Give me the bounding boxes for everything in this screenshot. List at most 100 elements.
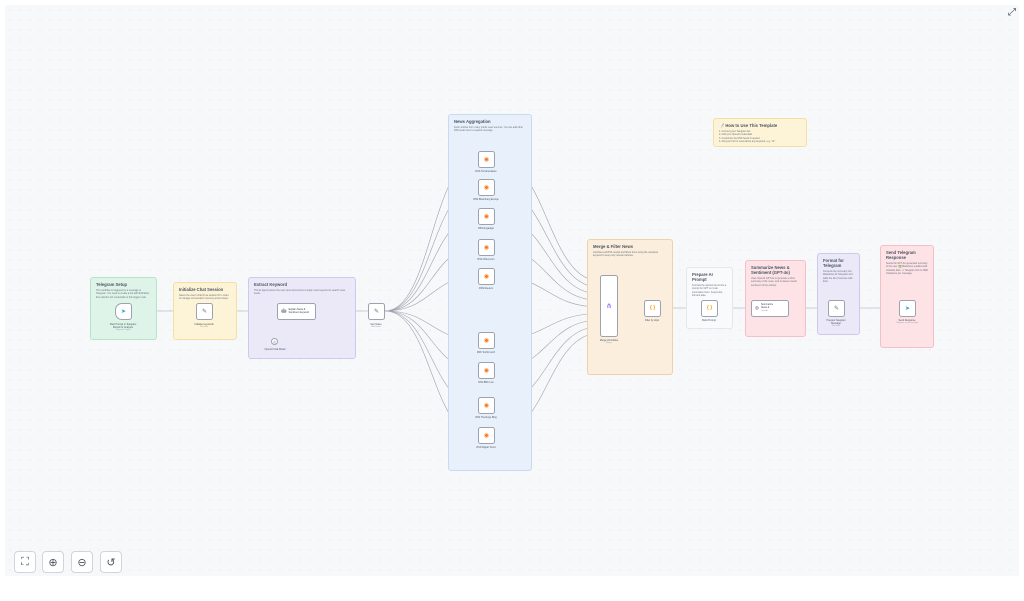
node-label: OpenAI Chat Model: [264, 348, 286, 351]
sticky-text: Combines all RSS results and filters the…: [593, 251, 658, 258]
zoom-in-icon: ⊕: [48, 556, 58, 569]
sticky-title: Format for Telegram: [823, 258, 844, 269]
rss-icon: ◉: [483, 213, 490, 220]
sticky-text: This AI agent parses the user input and …: [254, 289, 346, 296]
code-braces-icon: { }: [706, 305, 713, 311]
node-label: RSS Tomshardware: [475, 170, 497, 173]
rss-icon: ◉: [483, 184, 490, 191]
rss-node[interactable]: ◉: [478, 268, 495, 285]
node-label: RSS Bloomberg Europe: [473, 198, 499, 201]
node-label: Build Prompt: [702, 319, 716, 322]
rss-icon: ◉: [483, 337, 490, 344]
openai-icon: ◎: [272, 339, 277, 344]
sticky-send-response[interactable]: Send Telegram Response Sends the GPT-4o …: [880, 245, 934, 348]
sticky-telegram-setup[interactable]: Telegram Setup This workflow is triggere…: [90, 277, 157, 340]
node-label: Merge All Articles Merge: [599, 339, 619, 345]
sticky-title: Summarize News & Sentiment (GPT-4o): [751, 265, 790, 276]
sticky-text: This workflow is triggered by a message …: [96, 289, 150, 299]
rss-node[interactable]: ◉: [478, 208, 495, 225]
node-label: Prepare Telegram Message Set node: [826, 319, 846, 328]
rss-node[interactable]: ◉: [478, 151, 495, 168]
reset-zoom-icon: ↺: [106, 556, 116, 569]
rss-icon: ◉: [483, 244, 490, 251]
send-response-node[interactable]: ➤: [899, 300, 916, 317]
sticky-text: Saves the user's chat ID as session ID i…: [179, 294, 229, 301]
rss-node[interactable]: ◉: [478, 179, 495, 196]
telegram-trigger-node[interactable]: ➤: [115, 303, 132, 320]
node-label: Set Nodes Edit Fields: [370, 323, 382, 329]
expand-button[interactable]: ⤢: [1006, 6, 1018, 18]
rss-node[interactable]: ◉: [478, 427, 495, 444]
sticky-title: News Aggregation: [454, 119, 491, 124]
workflow-canvas[interactable]: Telegram Setup This workflow is triggere…: [5, 5, 1019, 576]
sticky-title: Telegram Setup: [96, 282, 128, 287]
node-label: Start Prompt in Telegram Bound for Analy…: [109, 323, 137, 332]
sticky-line: 1. Connect your Telegram bot: [719, 130, 751, 134]
init-session-node[interactable]: ✎: [196, 303, 213, 320]
pencil-icon: ✎: [373, 308, 380, 315]
paper-plane-icon: ➤: [904, 305, 911, 312]
sticky-title: Send Telegram Response: [886, 250, 916, 261]
node-label: RSS Reuters: [479, 287, 493, 290]
node-label: Filter by topic: [644, 319, 660, 322]
prepare-telegram-node[interactable]: ✎: [828, 300, 845, 317]
rss-node[interactable]: ◉: [478, 362, 495, 379]
sticky-format-telegram[interactable]: Format for Telegram Converts the summary…: [817, 253, 860, 335]
sticky-title: Initialize Chat Session: [179, 287, 224, 292]
rss-node[interactable]: ◉: [478, 332, 495, 349]
sticky-line: 2. Add your OpenAI credentials: [719, 133, 753, 137]
sticky-line: 4. Ask your bot for news about any keywo…: [719, 139, 776, 143]
code-braces-icon: { }: [649, 305, 656, 311]
robot-icon: 🤖: [281, 308, 287, 314]
filter-node[interactable]: { }: [644, 300, 661, 317]
sticky-text: Formats the articles found into a prompt…: [692, 284, 727, 297]
node-label: Send Response Telegram: send message: [895, 319, 919, 325]
sticky-text: Converts the summary into Markdown for T…: [823, 270, 853, 283]
zoom-out-button[interactable]: ⊖: [71, 551, 93, 573]
node-label: RSS TechCrunch: [476, 351, 496, 354]
sticky-summarize[interactable]: Summarize News & Sentiment (GPT-4o) Uses…: [745, 260, 806, 337]
ai-agent-node[interactable]: 🤖 Explain News &Sentiment keyword: [277, 303, 316, 320]
merge-node[interactable]: ⋔: [600, 275, 618, 337]
expand-icon: ⤢: [1008, 6, 1016, 18]
sticky-title: Extract Keyword: [254, 282, 288, 287]
sticky-title: Prepare AI Prompt: [692, 272, 713, 283]
chat-model-node[interactable]: ◎: [271, 338, 278, 345]
node-label: RSS BBC Live: [478, 381, 494, 384]
paper-plane-icon: ➤: [120, 308, 127, 315]
sticky-title: 📝 How to Use This Template: [719, 123, 778, 128]
rss-icon: ◉: [483, 156, 490, 163]
set-nodes-node[interactable]: ✎: [368, 303, 385, 320]
node-label: RSS Digital Trend: [476, 446, 496, 449]
merge-icon: ⋔: [606, 302, 612, 310]
openai-icon: ◎: [755, 305, 759, 311]
rss-icon: ◉: [483, 402, 490, 409]
sticky-how-to-use[interactable]: 📝 How to Use This Template 1. Connect yo…: [713, 118, 807, 147]
sticky-text: Uses OpenAI GPT-4o to generate a short s…: [751, 277, 797, 287]
sticky-prepare-prompt[interactable]: Prepare AI Prompt Formats the articles f…: [686, 267, 733, 329]
rss-icon: ◉: [483, 367, 490, 374]
sticky-title: Merge & Filter News: [593, 244, 634, 249]
reset-zoom-button[interactable]: ↺: [100, 551, 122, 573]
node-label: RSS TheVerge Blog: [475, 416, 497, 419]
build-prompt-node[interactable]: { }: [701, 300, 718, 317]
fit-view-button[interactable]: ⛶: [14, 551, 36, 573]
sticky-text: Fetch articles from many public news sou…: [454, 126, 523, 133]
agent-label: Explain News &Sentiment keyword: [288, 307, 309, 314]
rss-node[interactable]: ◉: [478, 239, 495, 256]
rss-icon: ◉: [483, 273, 490, 280]
node-label: RSS Engadget: [478, 227, 494, 230]
node-label: RSS Wired.com: [477, 258, 495, 261]
rss-node[interactable]: ◉: [478, 397, 495, 414]
pencil-icon: ✎: [833, 305, 840, 312]
pencil-icon: ✎: [201, 308, 208, 315]
zoom-in-button[interactable]: ⊕: [42, 551, 64, 573]
node-label: Initialise keywords Set node: [194, 323, 214, 329]
rss-icon: ◉: [483, 432, 490, 439]
fit-view-icon: ⛶: [21, 555, 29, 568]
sticky-line: 3. Customize the RSS feeds if needed: [719, 136, 760, 140]
sticky-text: Sends the GPT-4o generated summary to th…: [886, 262, 928, 275]
zoom-out-icon: ⊖: [77, 556, 87, 569]
